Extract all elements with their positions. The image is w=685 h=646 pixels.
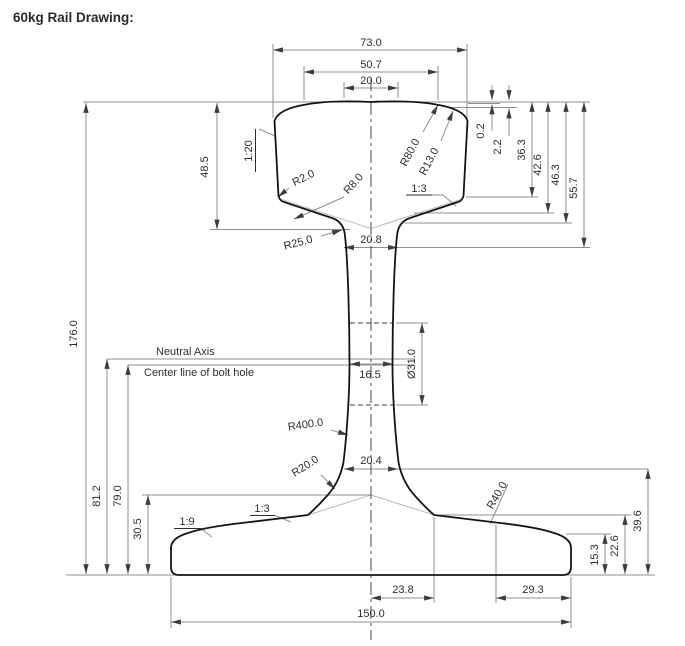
dim-depth-55-7: 55.7	[568, 177, 580, 198]
label-slope-1-20: 1:20	[243, 140, 255, 161]
label-radius-r40: R40.0	[485, 480, 510, 511]
page-title: 60kg Rail Drawing:	[13, 10, 134, 25]
dim-height-22-6: 22.6	[609, 535, 621, 556]
dim-height-79: 79.0	[112, 485, 124, 506]
dim-foot-height-30-5: 30.5	[132, 518, 144, 539]
dimension-texts: 73.0 50.7 20.0 0.2 2.2 36.3 42.6 46.3 55…	[68, 37, 644, 620]
dim-depth-36-3: 36.3	[516, 139, 528, 160]
dim-total-height-176: 176.0	[68, 320, 80, 348]
construction-lines	[279, 198, 463, 516]
label-bolt-hole-centerline: Center line of bolt hole	[144, 367, 254, 379]
label-radius-r13: R13.0	[417, 146, 441, 178]
label-slope-1-3-foot: 1:3	[254, 503, 269, 515]
dim-offset-2-2: 2.2	[492, 139, 504, 154]
dim-crown-width-20: 20.0	[360, 75, 381, 87]
label-slope-1-9: 1:9	[179, 516, 194, 528]
dim-depth-46-3: 46.3	[550, 164, 562, 185]
label-slope-1-3-head: 1:3	[411, 183, 426, 195]
dim-height-39-6: 39.6	[632, 510, 644, 531]
dim-bolt-hole-dia-31: Ø31.0	[406, 349, 418, 379]
label-radius-r80: R80.0	[398, 137, 422, 169]
dim-foot-width-150: 150.0	[357, 608, 385, 620]
label-radius-r400: R400.0	[287, 417, 324, 434]
label-radius-r8: R8.0	[342, 171, 366, 196]
dim-height-15-3: 15.3	[589, 544, 601, 565]
dim-width-23-8: 23.8	[392, 584, 413, 596]
dim-web-width-16-5: 16.5	[359, 369, 380, 381]
extension-lines	[66, 44, 655, 628]
dim-depth-42-6: 42.6	[532, 154, 544, 175]
dim-web-bottom-width-20-4: 20.4	[360, 455, 381, 467]
label-radius-r2: R2.0	[291, 168, 317, 189]
dim-head-overall-width: 73.0	[360, 37, 381, 49]
dim-web-top-width-20-8: 20.8	[360, 234, 381, 246]
slope-label-underlines	[174, 129, 432, 529]
bolt-hole-marks	[350, 322, 393, 406]
dim-height-81-2: 81.2	[91, 485, 103, 506]
label-radius-r20: R20.0	[290, 453, 321, 479]
rail-profile-outline	[170, 100, 572, 576]
dim-offset-0-2: 0.2	[475, 123, 487, 138]
dim-head-height-48-5: 48.5	[199, 156, 211, 177]
dim-head-width-50-7: 50.7	[360, 59, 381, 71]
label-neutral-axis: Neutral Axis	[156, 346, 215, 358]
label-radius-r25: R25.0	[282, 234, 313, 253]
leader-lines	[200, 104, 509, 538]
dim-width-29-3: 29.3	[522, 584, 543, 596]
dimension-lines	[83, 47, 651, 625]
